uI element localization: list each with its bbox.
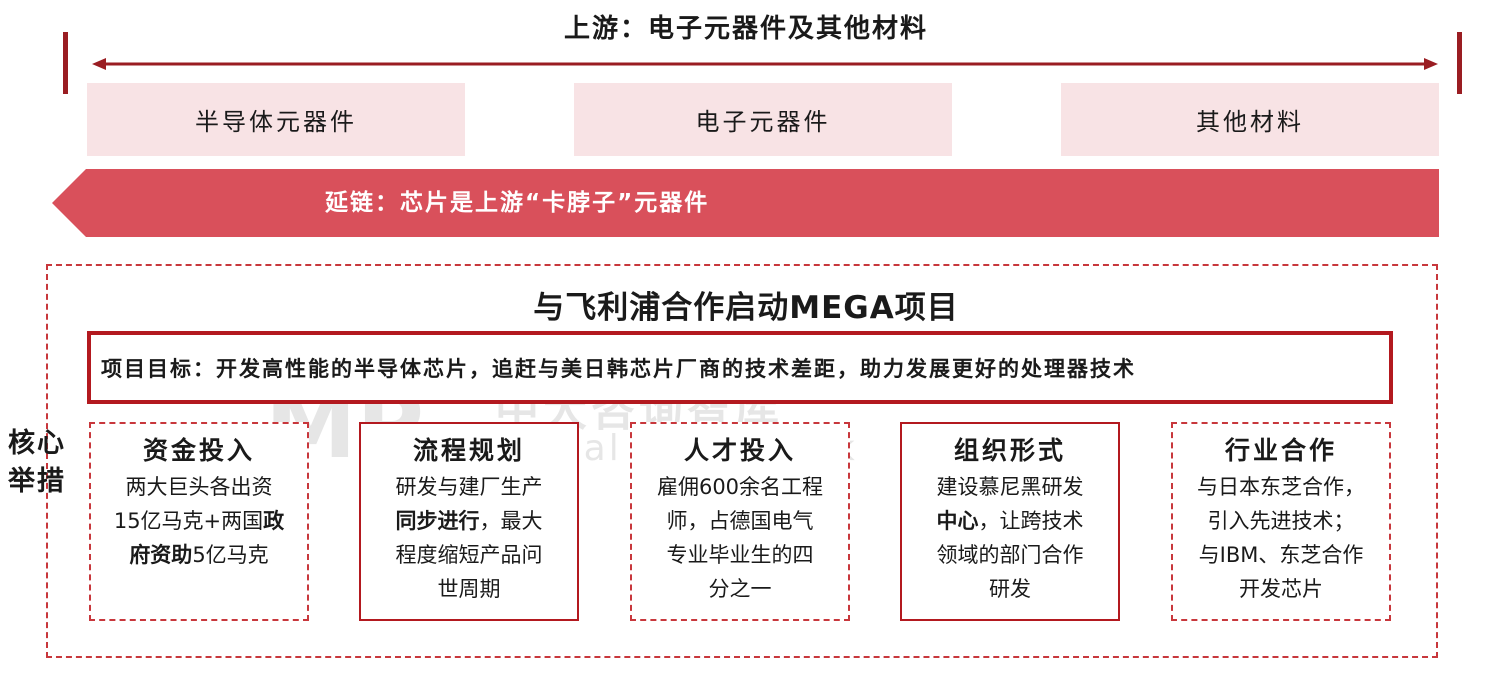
measure-line: 15亿马克+两国政 — [113, 509, 285, 533]
measure-line: 研发 — [989, 577, 1031, 601]
measure-line: 建设慕尼黑研发 — [936, 475, 1084, 499]
core-measures-label-line2: 举措 — [8, 466, 66, 497]
extension-text: 延链：芯片是上游“卡脖子”元器件 — [325, 190, 710, 216]
measure-title: 行业合作 — [1224, 436, 1337, 465]
measure-line: 雇佣600余名工程 — [656, 475, 824, 499]
measure-industry-cooperation: 行业合作 与日本东芝合作， 引入先进技术； 与IBM、东芝合作 开发芯片 — [1171, 422, 1391, 621]
extension-arrow-band — [52, 169, 1439, 237]
category-electronic-components: 电子元器件 — [574, 83, 952, 156]
measure-line: 两大巨头各出资 — [125, 475, 273, 499]
measure-line: 领域的部门合作 — [936, 543, 1084, 567]
measure-description: 与日本东芝合作， 引入先进技术； 与IBM、东芝合作 开发芯片 — [1173, 470, 1389, 606]
measure-line: 与日本东芝合作， — [1197, 475, 1365, 499]
measure-title: 组织形式 — [953, 436, 1066, 465]
project-frame — [46, 264, 1438, 658]
measure-funding: 资金投入 两大巨头各出资 15亿马克+两国政 府资助5亿马克 — [89, 422, 309, 621]
core-measures-label-line1: 核心 — [8, 428, 66, 459]
right-boundary-bar — [1457, 32, 1462, 94]
measure-line: 分之一 — [708, 577, 772, 601]
measure-line: 研发与建厂生产 — [395, 475, 543, 499]
measure-talent: 人才投入 雇佣600余名工程 师，占德国电气 专业毕业生的四 分之一 — [630, 422, 850, 621]
measure-line: 程度缩短产品问 — [395, 543, 543, 567]
measure-description: 建设慕尼黑研发 中心，让跨技术 领域的部门合作 研发 — [902, 470, 1118, 606]
measure-organization: 组织形式 建设慕尼黑研发 中心，让跨技术 领域的部门合作 研发 — [900, 422, 1120, 621]
measure-line: 引入先进技术； — [1207, 509, 1355, 533]
measure-line: 同步进行，最大 — [395, 509, 543, 533]
category-semiconductor: 半导体元器件 — [87, 83, 465, 156]
measure-line: 师，占德国电气 — [666, 509, 814, 533]
measure-description: 雇佣600余名工程 师，占德国电气 专业毕业生的四 分之一 — [632, 470, 848, 606]
measure-title: 流程规划 — [412, 436, 525, 465]
measure-process-planning: 流程规划 研发与建厂生产 同步进行，最大 程度缩短产品问 世周期 — [359, 422, 579, 621]
project-goal-text: 项目目标：开发高性能的半导体芯片，追赶与美日韩芯片厂商的技术差距，助力发展更好的… — [101, 356, 1136, 381]
measure-line: 中心，让跨技术 — [936, 509, 1084, 533]
double-arrow-icon — [92, 58, 1438, 70]
measure-line: 专业毕业生的四 — [666, 543, 814, 567]
measure-description: 两大巨头各出资 15亿马克+两国政 府资助5亿马克 — [91, 470, 307, 572]
measure-line: 府资助5亿马克 — [129, 543, 269, 567]
project-goal-box: 项目目标：开发高性能的半导体芯片，追赶与美日韩芯片厂商的技术差距，助力发展更好的… — [87, 331, 1393, 404]
measure-title: 资金投入 — [142, 436, 255, 465]
measure-line: 世周期 — [437, 577, 501, 601]
measure-line: 开发芯片 — [1239, 577, 1323, 601]
measure-description: 研发与建厂生产 同步进行，最大 程度缩短产品问 世周期 — [361, 470, 577, 606]
measure-title: 人才投入 — [683, 436, 796, 465]
core-measures-label: 核心 举措 — [8, 425, 88, 501]
project-title: 与飞利浦合作启动MEGA项目 — [533, 290, 959, 326]
category-other-materials: 其他材料 — [1061, 83, 1439, 156]
upstream-title: 上游：电子元器件及其他材料 — [563, 14, 928, 44]
left-boundary-bar — [63, 32, 68, 94]
measure-line: 与IBM、东芝合作 — [1198, 543, 1364, 567]
